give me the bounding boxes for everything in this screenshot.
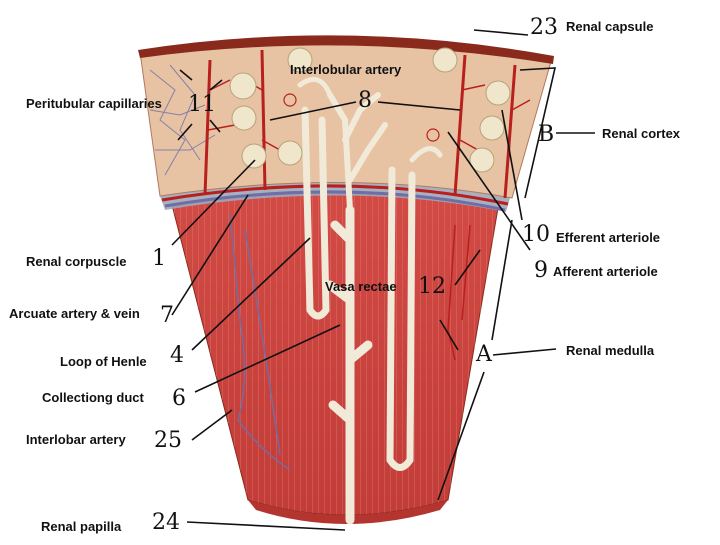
collecting-duct <box>325 205 373 525</box>
label-renal-medulla: Renal medulla <box>566 343 655 358</box>
marker-9: 9 <box>534 258 548 283</box>
renal-papilla-region <box>248 500 448 524</box>
label-arcuate-artery-vein: Arcuate artery & vein <box>9 306 140 321</box>
marker-10: 10 <box>522 222 550 247</box>
label-collecting-duct: Collectiong duct <box>42 390 144 405</box>
vasa-recta-vessels <box>229 214 291 471</box>
marker-11: 11 <box>188 92 216 117</box>
arcuate-artery <box>161 184 509 206</box>
arcuate-vein <box>164 190 506 212</box>
marker-4: 4 <box>170 343 184 368</box>
leader-lines <box>171 29 595 531</box>
renal-corpuscles <box>229 47 511 173</box>
marker-7: 7 <box>160 303 174 328</box>
label-interlobular-artery: Interlobular artery <box>290 62 402 77</box>
marker-24: 24 <box>152 510 180 535</box>
marker-B: B <box>538 122 555 147</box>
marker-6: 6 <box>172 386 186 411</box>
marker-25: 25 <box>154 428 182 453</box>
label-renal-papilla: Renal papilla <box>41 519 122 534</box>
label-renal-corpuscle: Renal corpuscle <box>26 254 127 269</box>
label-efferent-arteriole: Efferent arteriole <box>556 230 661 245</box>
label-loop-of-henle: Loop of Henle <box>60 354 147 369</box>
marker-A: A <box>476 342 492 367</box>
label-peritubular-capillaries: Peritubular capillaries <box>26 96 162 111</box>
marker-23: 23 <box>530 15 558 40</box>
marker-12: 12 <box>418 274 446 299</box>
label-renal-capsule: Renal capsule <box>566 19 654 34</box>
interlobular-arteries <box>203 49 517 199</box>
label-afferent-arteriole: Afferent arteriole <box>553 264 658 279</box>
marker-8: 8 <box>358 88 372 113</box>
loops-of-henle <box>301 106 416 471</box>
marker-1: 1 <box>152 246 166 271</box>
label-interlobar-artery: Interlobar artery <box>26 432 126 447</box>
label-vasa-rectae: Vasa rectae <box>325 279 397 294</box>
label-renal-cortex: Renal cortex <box>602 126 681 141</box>
renal-capsule-region <box>138 35 554 64</box>
